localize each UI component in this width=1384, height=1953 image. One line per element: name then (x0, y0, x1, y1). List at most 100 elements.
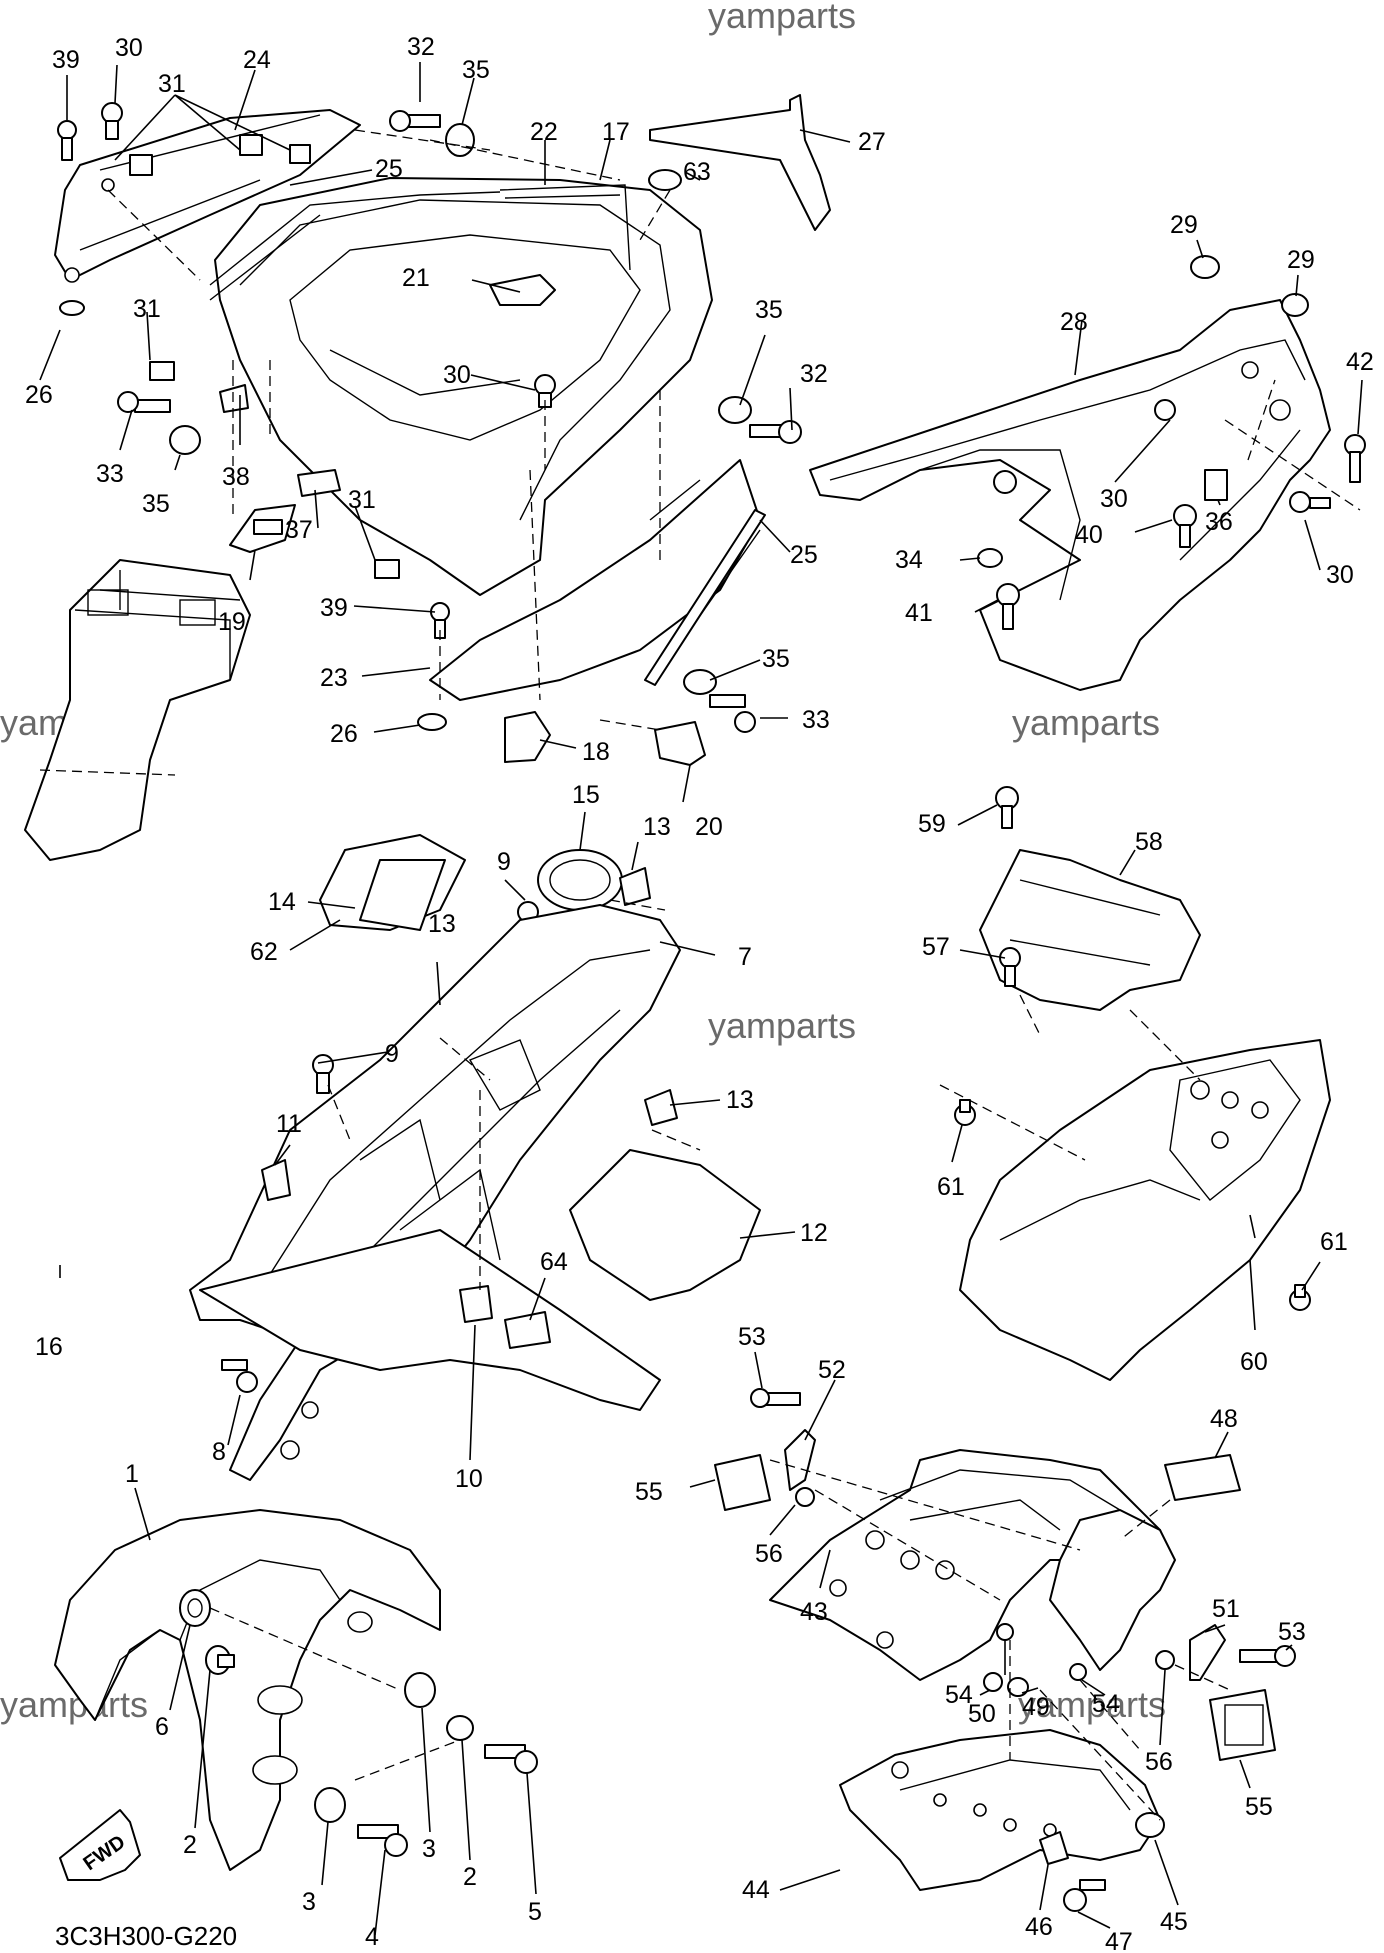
callout: 56 (1145, 1748, 1173, 1776)
bolt-41 (996, 583, 1020, 630)
callout: 11 (276, 1110, 302, 1138)
bolt-4 (357, 1824, 408, 1857)
screw-61 (1289, 1284, 1311, 1311)
nut-50 (983, 1672, 1003, 1692)
rear-fender-group (24, 559, 796, 1481)
watermark: yamparts (708, 1005, 856, 1046)
nut-54 (1069, 1663, 1087, 1681)
bolt-40 (1173, 504, 1197, 548)
bolt-5 (484, 1744, 538, 1774)
callout: 15 (572, 781, 600, 809)
clip-31 (239, 134, 263, 156)
collar-35 (169, 425, 201, 455)
tail-cover-60 (959, 1039, 1331, 1381)
callout: 31 (348, 486, 376, 514)
guide-dashes (1224, 379, 1361, 511)
leader-lines (951, 804, 1321, 1331)
pad-37 (297, 469, 341, 497)
callout: 40 (1075, 521, 1103, 549)
callout: 20 (695, 813, 723, 841)
battery-box-16 (24, 559, 251, 861)
callout: 53 (738, 1323, 766, 1351)
bolt-53 (1239, 1645, 1296, 1667)
bolt-53 (750, 1388, 801, 1408)
guide-dashes (939, 994, 1201, 1161)
bolt-59 (995, 786, 1019, 829)
callout: 55 (635, 1478, 663, 1506)
callout: 56 (755, 1540, 783, 1568)
callout: 32 (407, 33, 435, 61)
bolt-30 (993, 470, 1017, 494)
bolt-32 (749, 420, 802, 444)
leader-lines (134, 1487, 537, 1936)
nut-56 (1155, 1650, 1175, 1670)
callout: 4 (365, 1923, 379, 1951)
guide-dashes (769, 1459, 1231, 1821)
callout: 23 (320, 664, 348, 692)
nut-54 (996, 1623, 1014, 1641)
callout: 31 (158, 70, 186, 98)
callout: 13 (428, 910, 456, 938)
nut-10 (459, 1285, 493, 1323)
bolt-32 (389, 110, 441, 132)
callout-labels: 39 30 31 24 32 35 22 17 27 63 25 26 31 2… (25, 33, 1374, 1953)
callout: 54 (1092, 1690, 1120, 1718)
callout: 45 (1160, 1908, 1188, 1936)
screw-30 (101, 102, 123, 140)
reflector-55 (1209, 1689, 1276, 1761)
callout: 19 (218, 608, 246, 636)
bracket-58 (979, 849, 1201, 1011)
callout: 51 (1212, 1595, 1240, 1623)
reflector-48 (1164, 1454, 1241, 1501)
callout: 6 (155, 1713, 169, 1741)
collar-2 (446, 1715, 474, 1741)
callout: 58 (1135, 828, 1163, 856)
bolt-33 (709, 694, 756, 733)
callout: 61 (1320, 1228, 1348, 1256)
clip-13 (644, 1089, 678, 1126)
callout: 12 (800, 1219, 828, 1247)
leader-lines (959, 239, 1363, 613)
diagram-code: 3C3H300-G220 (55, 1921, 237, 1951)
subframe-28 (809, 299, 1331, 691)
washer-34 (977, 548, 1003, 568)
callout: 29 (1170, 211, 1198, 239)
clip-36 (1204, 469, 1228, 501)
callout: 27 (858, 128, 886, 156)
light-housing (1049, 1509, 1176, 1671)
screw-47 (1063, 1879, 1106, 1912)
strap-27 (649, 94, 831, 231)
callout: 35 (142, 490, 170, 518)
grommet-6 (179, 1589, 211, 1627)
leader-lines (689, 1351, 1293, 1929)
nut-56 (795, 1487, 815, 1507)
rail-25 (644, 509, 766, 686)
callout: 61 (937, 1173, 965, 1201)
license-bracket-44 (839, 1729, 1161, 1891)
clip-20 (654, 721, 706, 766)
callout: 33 (96, 460, 124, 488)
callout: 13 (643, 813, 671, 841)
bolt-33 (117, 391, 171, 413)
collar-35 (718, 396, 752, 424)
tail-light-group (689, 1351, 1296, 1929)
callout: 35 (755, 296, 783, 324)
grommet-29 (1281, 293, 1309, 317)
bracket-21 (489, 274, 556, 306)
callout: 10 (455, 1465, 483, 1493)
callout: 26 (25, 381, 53, 409)
callout: 2 (183, 1831, 197, 1859)
callout: 59 (918, 810, 946, 838)
leader-lines (39, 62, 851, 803)
leader-lines (59, 811, 796, 1461)
bracket-51 (1189, 1624, 1226, 1681)
callout: 3 (302, 1888, 316, 1916)
callout: 38 (222, 463, 250, 491)
bracket-52 (784, 1429, 816, 1491)
callout: 30 (1100, 485, 1128, 513)
front-fender-group: FWD (54, 1487, 538, 1936)
callout: 22 (530, 118, 558, 146)
callout: 52 (818, 1356, 846, 1384)
callout: 39 (320, 594, 348, 622)
callout: 60 (1240, 1348, 1268, 1376)
